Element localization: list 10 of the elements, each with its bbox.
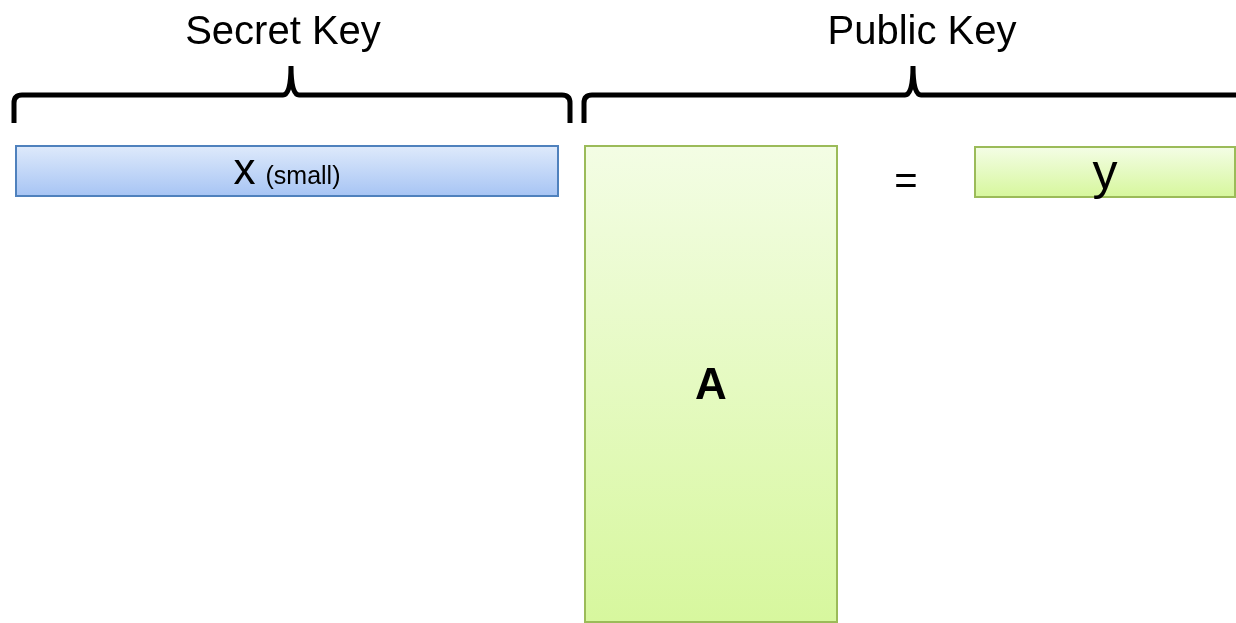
annotation-text: (small)	[265, 163, 341, 188]
variable-label: x	[233, 147, 256, 191]
equals-sign: =	[894, 160, 918, 200]
bracket-label: Secret Key	[185, 10, 381, 50]
vector-bar	[15, 145, 559, 197]
vector-bar	[974, 146, 1236, 198]
variable-label: A	[695, 362, 727, 406]
matrix-block	[584, 145, 838, 623]
variable-label: y	[1092, 147, 1118, 197]
bracket-label: Public Key	[827, 10, 1017, 50]
